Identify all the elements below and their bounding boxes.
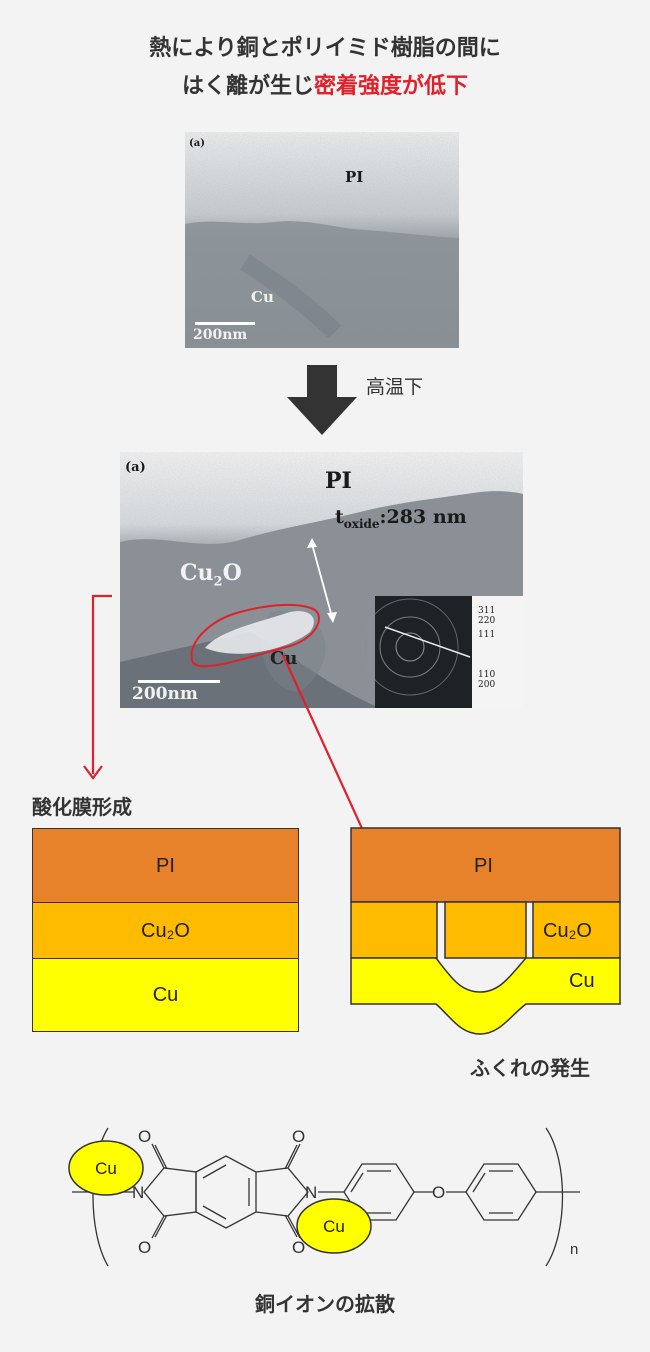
right-pi-layer — [350, 827, 621, 903]
left-pi-label: PI — [156, 854, 175, 877]
cu2o-sub: 2 — [213, 574, 223, 590]
oxide-formation-caption: 酸化膜形成 — [32, 795, 132, 819]
atom-o-bottom-right: O — [292, 1238, 305, 1257]
right-oxide-block-3 — [532, 901, 621, 959]
blister-diagram — [350, 827, 621, 1035]
right-oxide-block-2 — [444, 901, 527, 959]
micrograph-top-pi-label: PI — [345, 168, 364, 186]
left-oxide-label: Cu₂O — [141, 919, 190, 942]
cu2o-end: O — [222, 560, 242, 586]
right-pi-label: PI — [474, 855, 493, 877]
title-line-2-prefix: はく離が生じ — [181, 74, 314, 99]
title-line-2-accent: 密着強度が低下 — [314, 74, 469, 99]
left-oxide-layer: Cu₂O — [32, 902, 299, 960]
diffraction-tick: 111 — [478, 630, 496, 640]
down-arrow — [287, 365, 357, 435]
micrograph-bottom-scale-label: 200nm — [132, 684, 198, 704]
micrograph-top-panel-label: (a) — [189, 138, 205, 149]
oxide-thickness-label: toxide:283 nm — [335, 506, 467, 531]
micrograph-bottom-cu2o-label: Cu2O — [180, 560, 242, 589]
diffraction-tick-labels: 311 220 111 110 200 — [478, 606, 495, 690]
left-pi-layer: PI — [32, 828, 299, 904]
diffraction-tick: 200 — [478, 680, 496, 690]
atom-o-top-right: O — [292, 1127, 305, 1146]
cu-ion-1 — [68, 1140, 144, 1196]
title-line-1: 熱により銅とポリイミド樹脂の間に — [149, 36, 501, 61]
left-red-bracket-arrow — [91, 594, 112, 774]
atom-n-right: N — [305, 1183, 317, 1202]
right-cu-label: Cu — [569, 970, 595, 992]
page-title: 熱により銅とポリイミド樹脂の間に はく離が生じ密着強度が低下 — [0, 30, 650, 106]
right-cu-layer — [350, 957, 621, 1035]
right-oxide-label: Cu₂O — [543, 920, 592, 942]
polyimide-structure: O O O O N N O n Cu Cu — [68, 1127, 580, 1267]
diffraction-tick: 311 — [478, 606, 496, 616]
left-red-arrowhead — [83, 765, 103, 780]
atom-o-ether: O — [432, 1183, 445, 1202]
right-oxide-block-1 — [350, 901, 438, 959]
atom-o-top-left: O — [138, 1127, 151, 1146]
cu-ion-1-label: Cu — [95, 1159, 117, 1178]
title-line-2: はく離が生じ密着強度が低下 — [0, 68, 650, 106]
micrograph-top-cu-label: Cu — [251, 288, 274, 306]
subscript-n: n — [570, 1241, 578, 1258]
oxide-thickness-sub: oxide — [343, 516, 380, 531]
cu-ion-2 — [296, 1198, 372, 1254]
cu-ion-2-label: Cu — [323, 1217, 345, 1236]
micrograph-top: (a) PI Cu 200nm — [185, 132, 459, 348]
micrograph-top-scale-label: 200nm — [193, 327, 248, 343]
left-cu-layer: Cu — [32, 958, 299, 1032]
micrograph-bottom-pi-label: PI — [325, 468, 352, 494]
oxide-thickness-value: :283 nm — [379, 506, 467, 528]
left-cu-label: Cu — [152, 983, 179, 1006]
diffraction-tick: 220 — [478, 616, 496, 626]
diffraction-tick: 110 — [478, 670, 496, 680]
micrograph-bottom: (a) PI toxide:283 nm Cu2O Cu 200nm 311 2… — [120, 452, 523, 708]
micrograph-bottom-panel-label: (a) — [125, 460, 146, 475]
copper-ion-diffusion-caption: 銅イオンの拡散 — [255, 1292, 395, 1316]
blister-caption: ふくれの発生 — [470, 1056, 590, 1080]
cu2o-base: Cu — [180, 560, 214, 586]
atom-n-left: N — [132, 1183, 144, 1202]
oxide-thickness-t: t — [335, 506, 344, 528]
high-temperature-label: 高温下 — [366, 376, 424, 398]
atom-o-bottom-left: O — [138, 1238, 151, 1257]
